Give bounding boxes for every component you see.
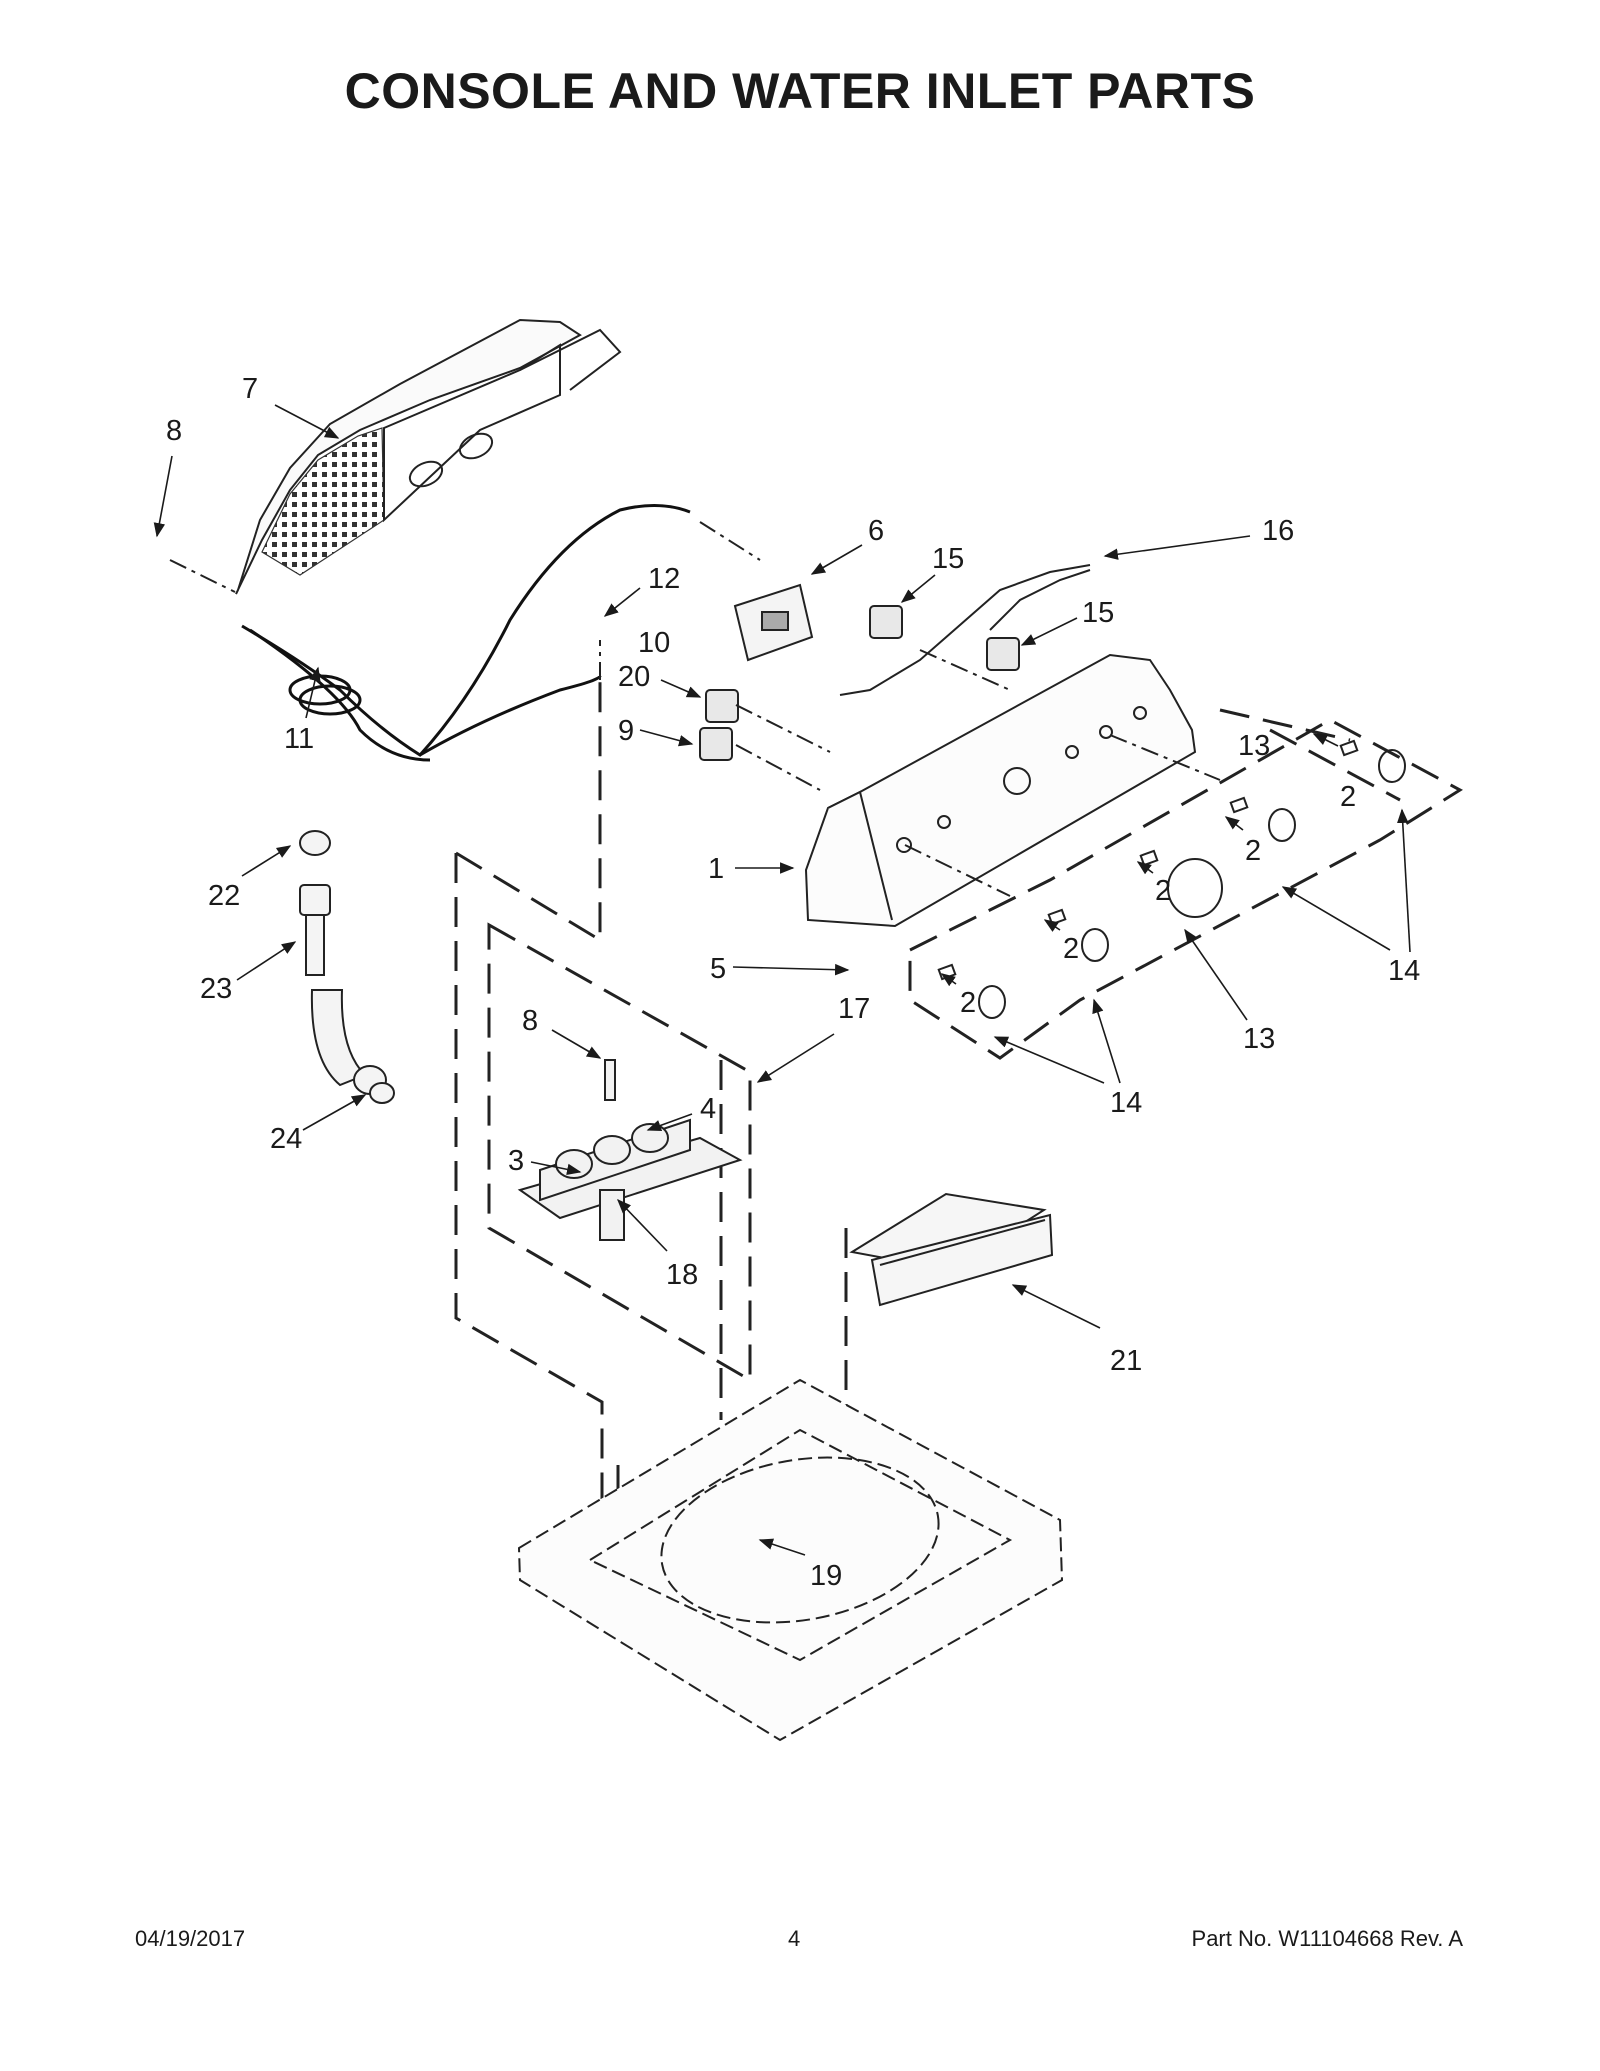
callout-13b: 13 — [1243, 1023, 1275, 1055]
callout-6: 6 — [868, 515, 884, 547]
footer-date: 04/19/2017 — [135, 1926, 246, 1951]
callout-labels: 7 8 6 15 16 12 10 15 20 11 9 1 13 2 2 2 … — [166, 373, 1420, 1592]
knobs — [937, 739, 1406, 1019]
callout-2d: 2 — [1063, 933, 1079, 965]
control-board — [733, 583, 814, 662]
callout-22: 22 — [208, 880, 240, 912]
callout-17: 17 — [838, 993, 870, 1025]
callout-24: 24 — [270, 1123, 302, 1155]
callout-14a: 14 — [1388, 955, 1420, 987]
top-cover — [517, 1378, 1064, 1742]
callout-19: 19 — [810, 1560, 842, 1592]
callout-14b: 14 — [1110, 1087, 1142, 1119]
callout-5: 5 — [710, 953, 726, 985]
console-rear-panel — [235, 318, 622, 595]
callout-11: 11 — [284, 723, 314, 755]
callout-20: 20 — [618, 661, 650, 693]
callout-23: 23 — [200, 973, 232, 1005]
dispenser-drawer — [849, 1192, 1054, 1307]
water-valve — [517, 1059, 743, 1241]
inlet-hose — [299, 830, 395, 1104]
alignment-lines — [169, 521, 1221, 897]
callout-2e: 2 — [960, 987, 976, 1019]
wire-harness — [839, 564, 1091, 696]
callout-9: 9 — [618, 715, 634, 747]
callout-12: 12 — [648, 563, 680, 595]
footer-page-number: 4 — [788, 1926, 801, 1951]
callout-2c: 2 — [1155, 875, 1171, 907]
callout-13: 13 — [1238, 730, 1270, 762]
callout-7: 7 — [242, 373, 258, 405]
callout-2a: 2 — [1340, 781, 1356, 813]
callout-21: 21 — [1110, 1345, 1142, 1377]
callout-16: 16 — [1262, 515, 1294, 547]
callout-8b: 8 — [522, 1005, 538, 1037]
callout-4: 4 — [700, 1093, 716, 1125]
callout-18: 18 — [666, 1259, 698, 1291]
callout-2b: 2 — [1245, 835, 1261, 867]
console-body — [804, 653, 1197, 928]
callout-15b: 15 — [1082, 597, 1114, 629]
footer-part-number: Part No. W11104668 Rev. A — [1191, 1926, 1463, 1951]
power-cord — [241, 503, 691, 762]
switches — [699, 605, 1020, 761]
callout-1: 1 — [708, 853, 724, 885]
callout-10: 10 — [638, 627, 670, 659]
leader-arrows — [153, 404, 1411, 1556]
callout-15: 15 — [932, 543, 964, 575]
callout-3: 3 — [508, 1145, 524, 1177]
callout-8: 8 — [166, 415, 182, 447]
page-title: CONSOLE AND WATER INLET PARTS — [344, 63, 1256, 119]
